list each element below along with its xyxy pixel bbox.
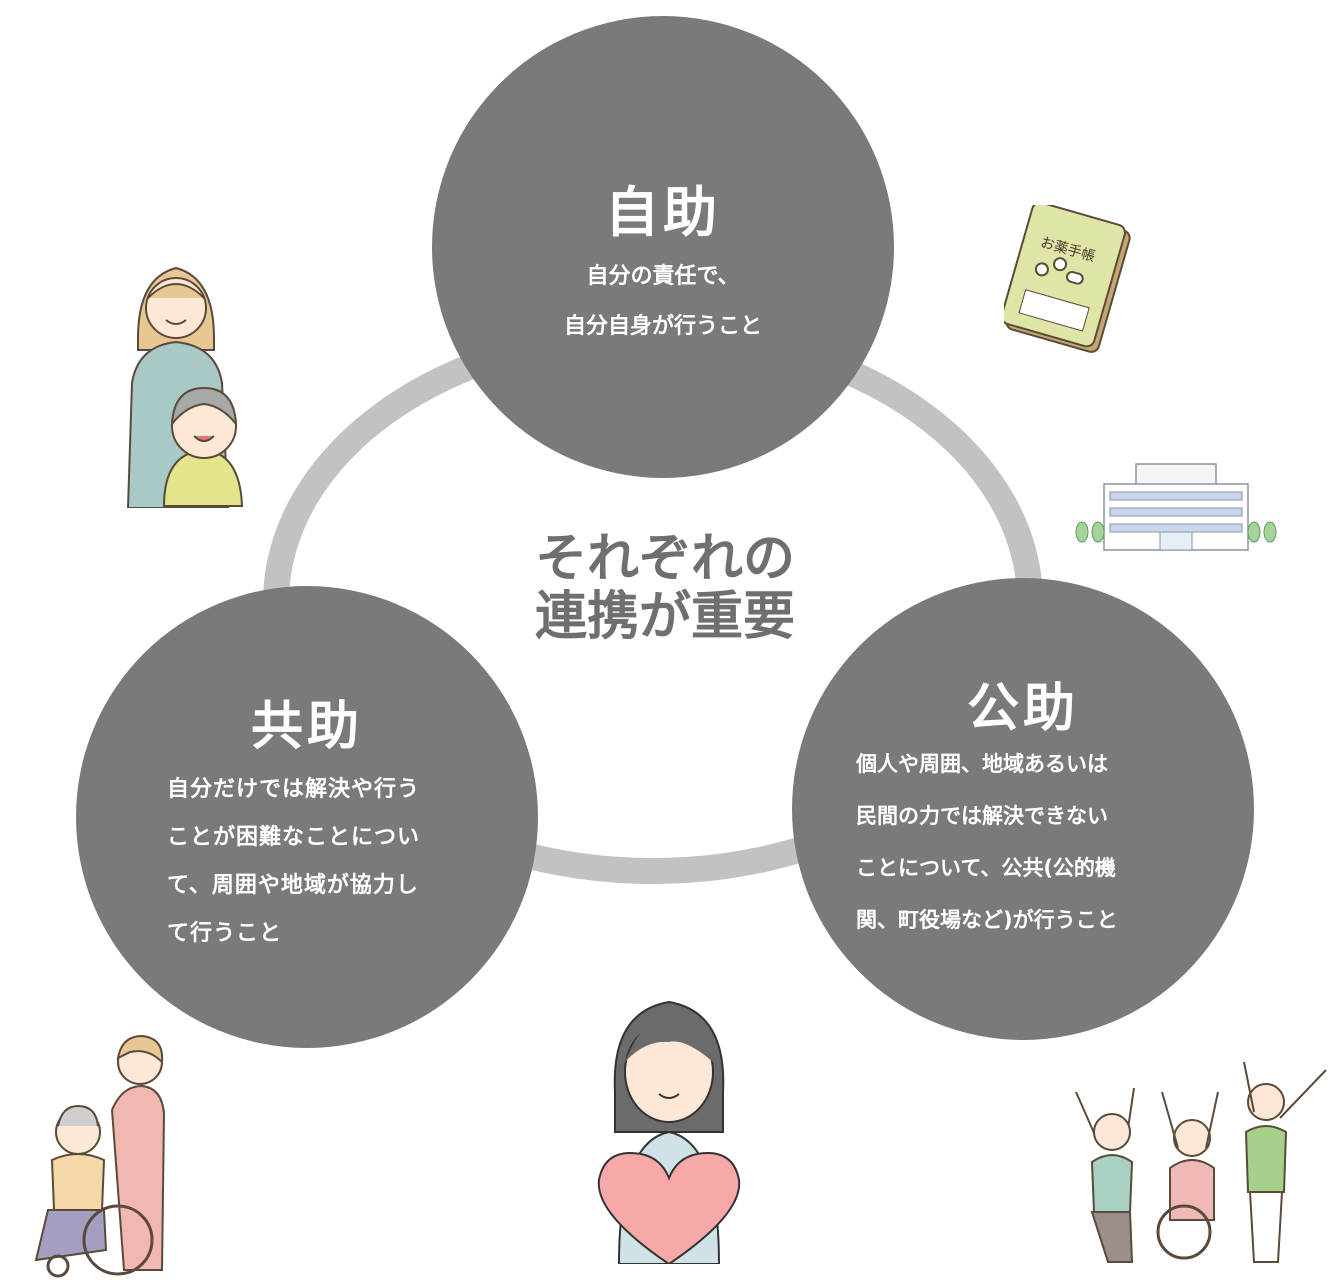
self-help-title: 自助 [605, 181, 721, 244]
elderly-group-illustration [1075, 1061, 1327, 1263]
self-help-description: 自分の責任で、 自分自身が行うこと [563, 264, 762, 339]
woman-heart-illustration [597, 1000, 741, 1264]
circle-mutual-help: 共助 自分だけでは解決や行う ことが困難なことについ て、周囲や地域が協力し て… [76, 586, 538, 1048]
public-help-title: 公助 [966, 679, 1079, 739]
center-message: それぞれの 連携が重要 [534, 529, 795, 647]
hospital-illustration [1075, 463, 1277, 551]
circle-self-help: 自助 自分の責任で、 自分自身が行うこと [432, 16, 894, 478]
caregiver-wheelchair-illustration [34, 1034, 166, 1278]
public-help-description: 個人や周囲、地域あるいは 民間の力では解決できない ことについて、公共(公的機 … [856, 752, 1118, 932]
mother-child-illustration [126, 266, 244, 508]
circle-public-help: 公助 個人や周囲、地域あるいは 民間の力では解決できない ことについて、公共(公… [792, 578, 1254, 1040]
medicine-notebook-illustration: お薬手帳 [1004, 205, 1132, 355]
mutual-help-description: 自分だけでは解決や行う ことが困難なことについ て、周囲や地域が協力し て行うこ… [167, 777, 421, 946]
mutual-help-title: 共助 [250, 697, 363, 757]
